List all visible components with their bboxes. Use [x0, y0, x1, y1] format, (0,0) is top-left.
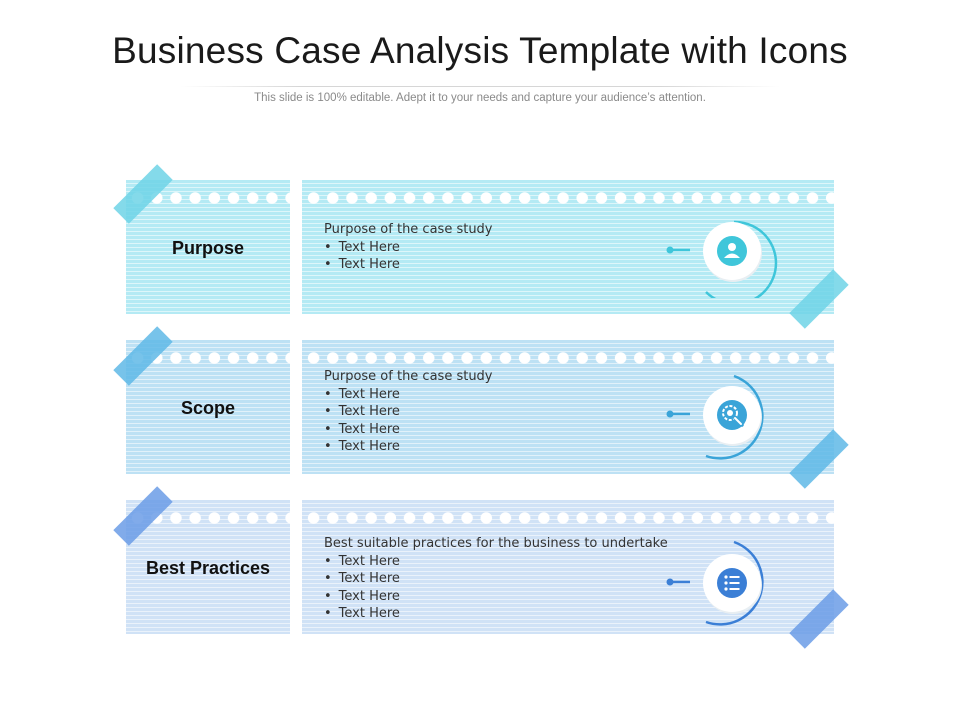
- bullet-item: Text Here: [324, 438, 744, 456]
- bullet-item: Text Here: [324, 588, 764, 606]
- user-icon: [724, 243, 740, 258]
- bullet-item: Text Here: [324, 605, 764, 623]
- content-card: Purpose of the case study Text Here Text…: [302, 340, 834, 474]
- content-heading: Best suitable practices for the business…: [324, 536, 668, 551]
- label-card: Scope: [126, 340, 290, 474]
- label-card: Best Practices: [126, 500, 290, 634]
- bullet-item: Text Here: [324, 403, 744, 421]
- content-text: Purpose of the case study Text Here Text…: [324, 368, 744, 456]
- gear-search-icon: [722, 405, 744, 427]
- content-heading: Purpose of the case study: [324, 222, 493, 237]
- bullet-list: Text Here Text Here Text Here Text Here: [324, 553, 764, 623]
- title-divider: [180, 86, 780, 87]
- bullet-item: Text Here: [324, 239, 744, 257]
- bullet-item: Text Here: [324, 256, 744, 274]
- list-icon: [724, 575, 740, 591]
- icon-badge: [664, 372, 784, 467]
- row-label: Scope: [180, 398, 236, 418]
- row-label: Purpose: [171, 238, 245, 258]
- bullet-item: Text Here: [324, 386, 744, 404]
- page-subtitle: This slide is 100% editable. Adept it to…: [254, 92, 706, 104]
- icon-badge: [664, 538, 784, 633]
- icon-badge: [664, 208, 784, 306]
- row-label: Best Practices: [145, 558, 271, 578]
- bullet-list: Text Here Text Here: [324, 239, 744, 274]
- row-scope: Scope Purpose of the case study Text Her…: [126, 340, 834, 474]
- label-card: Purpose: [126, 180, 290, 314]
- bullet-item: Text Here: [324, 421, 744, 439]
- content-text: Best suitable practices for the business…: [324, 535, 764, 623]
- bullet-item: Text Here: [324, 553, 764, 571]
- content-text: Purpose of the case study Text Here Text…: [324, 221, 744, 274]
- row-best-practices: Best Practices Best suitable practices f…: [126, 500, 834, 634]
- bullet-item: Text Here: [324, 570, 764, 588]
- page-title: Business Case Analysis Template with Ico…: [112, 30, 848, 71]
- row-purpose: Purpose Purpose of the case study Text H…: [126, 180, 834, 314]
- content-heading: Purpose of the case study: [324, 369, 493, 384]
- bullet-list: Text Here Text Here Text Here Text Here: [324, 386, 744, 456]
